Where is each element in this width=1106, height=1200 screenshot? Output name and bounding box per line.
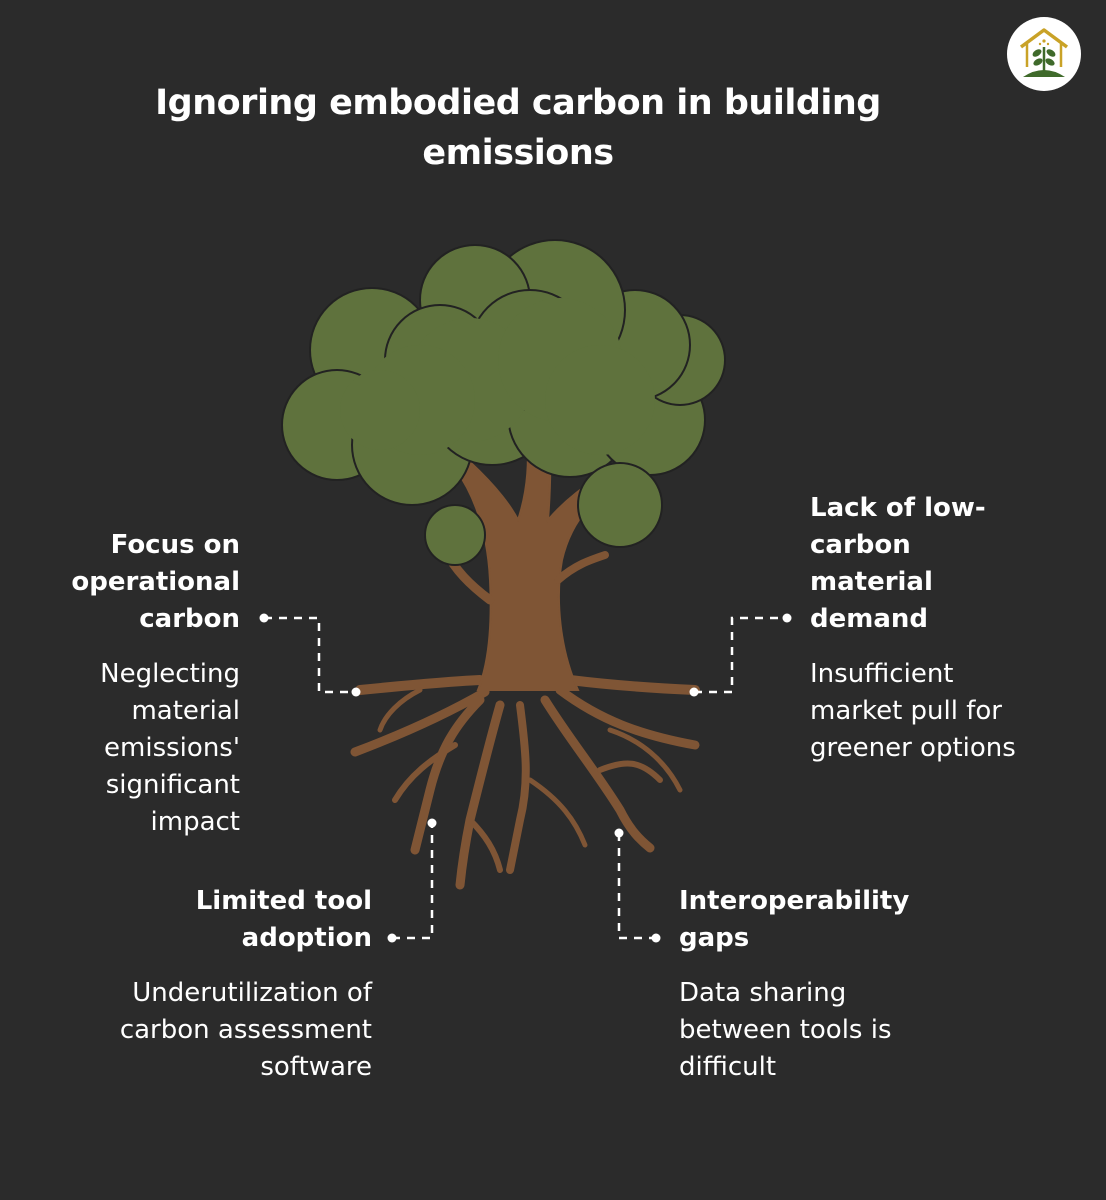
factor-heading: Lack of low-carbon material demand xyxy=(810,493,986,634)
factor-description: Neglecting material emissions' significa… xyxy=(100,659,240,837)
factor-heading: Interoperability gaps xyxy=(679,886,910,953)
connector-endpoints xyxy=(259,613,792,943)
connector-demand xyxy=(694,616,787,694)
connector-lines xyxy=(264,616,787,940)
foliage-fill xyxy=(340,298,655,455)
tree-roots xyxy=(350,675,700,890)
house-sprout-logo-icon xyxy=(1019,28,1069,77)
factor-interop: Interoperability gaps Data sharing betwe… xyxy=(679,883,959,1086)
factor-description: Insufficient market pull for greener opt… xyxy=(810,659,1016,763)
diagram-title: Ignoring embodied carbon in building emi… xyxy=(155,83,881,173)
factor-description: Underutilization of carbon assessment so… xyxy=(119,978,372,1082)
connector-operational xyxy=(264,616,356,694)
factor-tools: Limited tool adoption Underutilization o… xyxy=(110,883,372,1086)
factor-heading: Limited tool adoption xyxy=(195,886,372,953)
connector-tools xyxy=(392,823,434,940)
factor-heading: Focus on operational carbon xyxy=(71,530,240,634)
factor-operational: Focus on operational carbon Neglecting m… xyxy=(30,527,240,841)
factor-description: Data sharing between tools is difficult xyxy=(679,978,892,1082)
factor-demand: Lack of low-carbon material demand Insuf… xyxy=(810,490,1040,767)
connector-interop xyxy=(617,833,656,940)
brand-logo xyxy=(1007,17,1081,91)
